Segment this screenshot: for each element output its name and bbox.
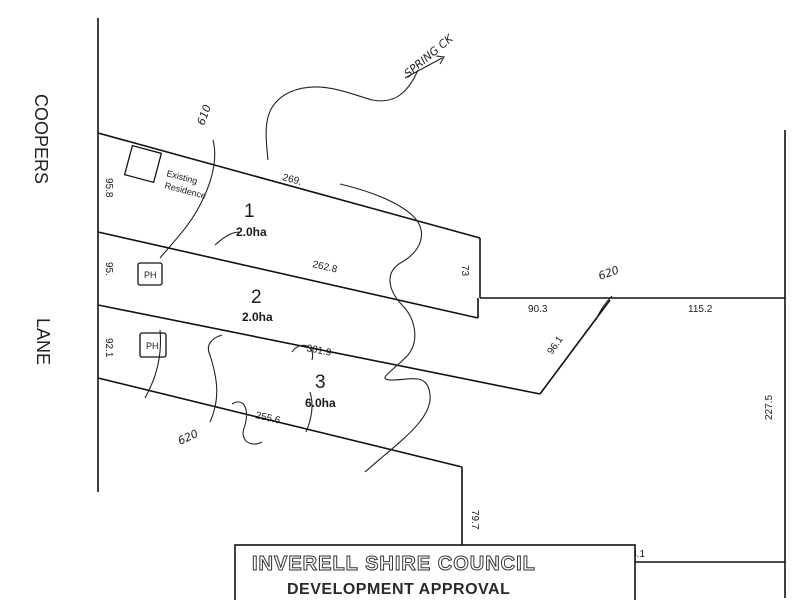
road-name-lane: LANE [33,318,53,365]
contour-lines [144,55,613,473]
contour-label: 620 [597,263,621,282]
lot-area: 6.0ha [305,396,336,410]
creek-label: SPRING CK [402,31,457,80]
contour-line [207,334,223,423]
existing-residence-label-line2: Residence [163,180,207,201]
house-site-marker-lot2 [137,262,163,286]
lot-area: 2.0ha [242,310,273,324]
contour-line [291,344,314,361]
house-site-marker-lot3 [139,332,167,358]
contour-line [231,401,263,445]
dimension-label: 301.9 [305,343,332,359]
lot3-south-boundary [97,377,463,468]
contour-label: 620 [176,427,201,448]
creek-arrow-head [435,55,445,65]
stamp-subtitle: DEVELOPMENT APPROVAL [287,581,510,598]
lot-number: 1 [244,201,255,222]
dimension-label: 115.2 [688,304,713,315]
dimension-label: 255.6 [254,410,281,426]
dimension-label: 227.5 [764,395,775,420]
dimension-label: 269. [281,172,303,188]
council-approval-stamp: INVERELL SHIRE COUNCIL DEVELOPMENT APPRO… [234,544,636,600]
creek-line [265,69,419,161]
dimension-label: 96.1 [545,334,565,357]
stamp-frame [234,544,636,600]
house-site-label: PH [144,270,157,280]
dimension-label: 95.8 [103,178,114,198]
dimension-label: 90.3 [528,304,548,315]
stamp-title: INVERELL SHIRE COUNCIL [252,553,536,575]
contour-line [144,329,161,399]
lot2-3-boundary [97,304,541,395]
contour-line [159,139,216,259]
lot-number: 3 [315,372,326,393]
road-name-coopers: COOPERS [31,94,51,184]
dimension-label: 79.7 [469,510,480,530]
dimension-label: 92.1 [103,338,114,358]
house-site-label: PH [146,341,159,351]
dimension-label: 95. [103,262,114,276]
lot-area: 2.0ha [236,225,267,239]
contour-line [595,295,613,321]
lot1-north-boundary [97,132,481,239]
contour-label: 610 [195,103,214,127]
creek-arrow-line [404,57,443,79]
contour-line [339,183,431,473]
lot-number: 2 [251,287,262,308]
contour-line [305,391,313,433]
existing-residence-marker [123,144,163,184]
contour-line [214,231,241,246]
dimension-label: 73 [459,265,470,277]
dimension-label: 262.8 [311,259,338,275]
lot1-2-boundary [97,231,479,319]
